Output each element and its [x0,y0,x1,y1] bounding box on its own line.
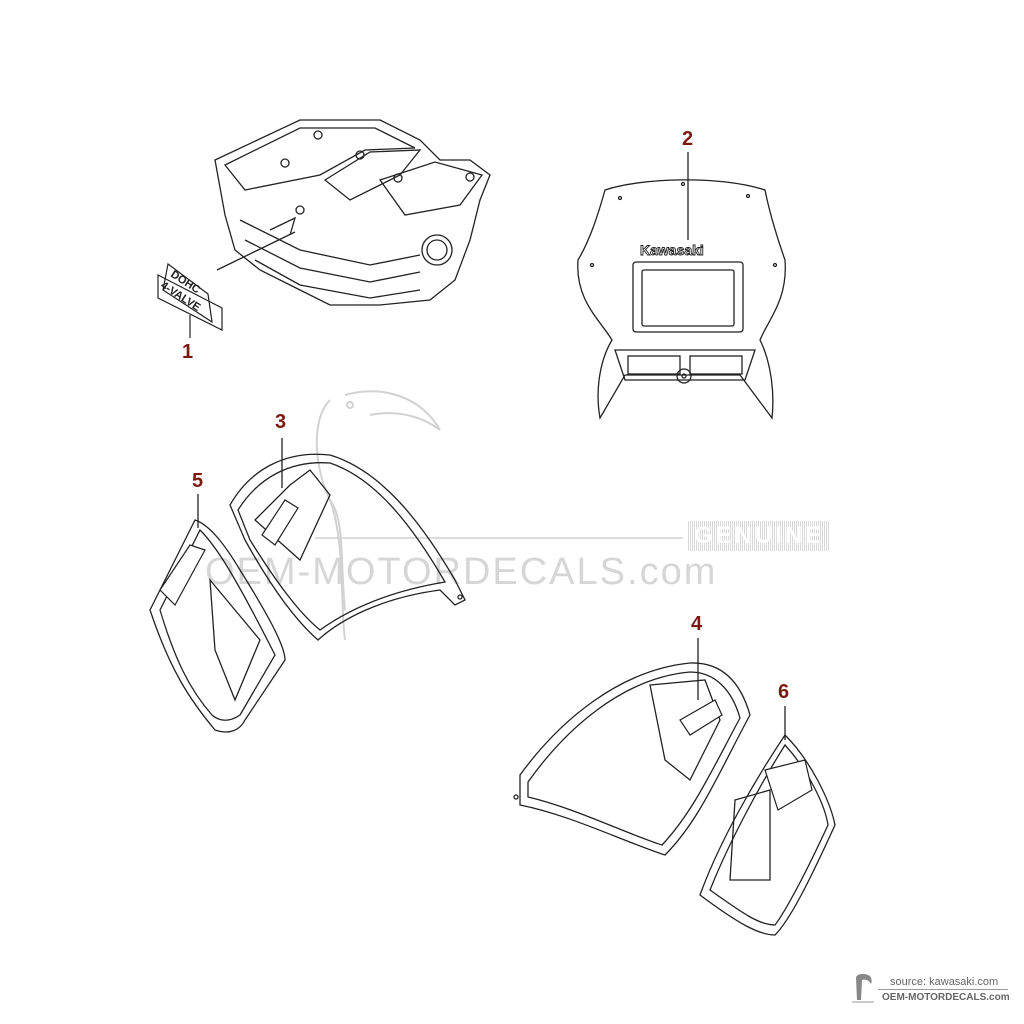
source-credit: source: kawasaki.com OEM-MOTORDECALS.com [850,970,1020,1010]
callout-6: 6 [778,681,790,703]
source-text: source: kawasaki.com [890,976,999,988]
callout-5: 5 [192,470,204,492]
callout-2: 2 [682,128,694,150]
callout-1: 1 [182,341,194,363]
klx-decal-marks [159,499,813,811]
right-side-cover-drawing [513,638,751,856]
watermark-rule [315,537,683,539]
left-side-panel-drawing [149,494,286,733]
watermark-site: OEM-MOTORDECALS.com [205,551,718,593]
dohc-decal [157,262,223,338]
watermark-bird-icon [315,390,441,641]
callout-4: 4 [691,613,703,635]
kawasaki-decal-text: Kawasaki [640,242,704,258]
cylinder-head-drawing [214,119,491,306]
right-side-panel-drawing [699,706,836,936]
left-side-cover-drawing [229,438,466,641]
source-site: OEM-MOTORDECALS.com [882,992,1010,1003]
bird-logo-icon [852,973,874,1003]
watermark-genuine: GENUINE [688,521,830,551]
upper-cowl-drawing [577,152,786,420]
source-divider [878,989,1008,990]
callout-3: 3 [275,411,287,433]
